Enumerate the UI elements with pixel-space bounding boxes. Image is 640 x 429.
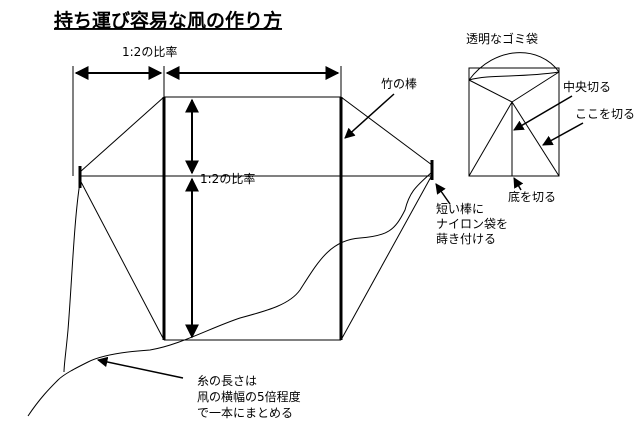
short-stick-label-line1: 短い棒に — [436, 202, 484, 216]
cut-bottom-arrow — [513, 177, 524, 191]
cut-here-label: ここを切る — [575, 107, 635, 121]
cut-center-label: 中央切る — [563, 79, 611, 94]
garbage-bag-drawing — [468, 52, 560, 177]
page-title: 持ち運び容易な凧の作り方 — [54, 9, 282, 32]
top-ratio-dimension — [72, 66, 342, 176]
string-label-line1: 糸の長さは — [197, 374, 257, 388]
bamboo-label: 竹の棒 — [381, 77, 417, 91]
ratio-label-top: 1:2の比率 — [122, 44, 177, 59]
kite-frame — [78, 96, 434, 341]
short-stick-pointer-arrow — [435, 183, 451, 205]
string-label-line3: で一本にまとめる — [197, 406, 293, 420]
cut-center-arrow — [513, 95, 573, 131]
ratio-label-side: 1:2の比率 — [200, 171, 255, 186]
string-pointer-arrow — [96, 356, 184, 379]
short-stick-label-line3: 蒔き付ける — [436, 232, 496, 246]
bag-label: 透明なゴミ袋 — [466, 31, 538, 46]
kite-string — [27, 171, 433, 417]
cut-bottom-label: 底を切る — [508, 189, 556, 204]
cut-here-arrow — [542, 122, 584, 146]
short-stick-label-line2: ナイロン袋を — [436, 217, 508, 231]
bamboo-pointer-arrow — [344, 93, 395, 139]
string-label-line2: 凧の横幅の5倍程度 — [197, 389, 301, 404]
